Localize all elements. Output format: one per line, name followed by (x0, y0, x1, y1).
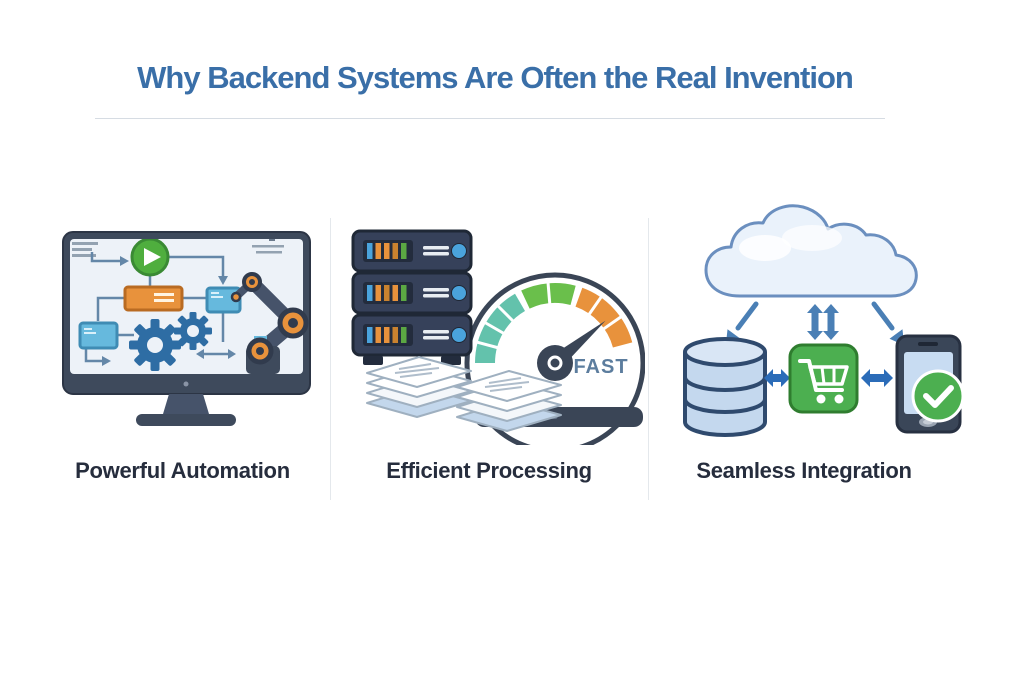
server-unit (351, 229, 473, 273)
processing-illustration: FAST (351, 229, 645, 445)
column-integration: Seamless Integration (648, 200, 965, 500)
document-stack (366, 356, 472, 418)
document-stack (456, 370, 562, 432)
process-node-orange (123, 285, 184, 312)
smartphone-icon (895, 334, 965, 434)
page-title: Why Backend Systems Are Often the Real I… (137, 60, 854, 95)
robot-joint-elbow (277, 307, 309, 339)
integration-illustration (683, 204, 965, 437)
column-processing: FAST (330, 200, 648, 500)
column-label-automation: Powerful Automation (75, 458, 290, 483)
flowchart-diagram (72, 239, 284, 371)
checkmark-icon (911, 369, 965, 423)
gear-icon-large (129, 319, 181, 371)
column-label-integration: Seamless Integration (696, 458, 912, 483)
column-label-processing: Efficient Processing (386, 458, 592, 483)
title-divider (95, 118, 885, 119)
shopping-cart-icon (788, 343, 859, 414)
screen-text-lines (72, 239, 284, 257)
column-divider-2 (648, 218, 649, 500)
gauge-fast-label: FAST (573, 356, 628, 378)
cloud-icon (704, 204, 918, 298)
task-node-blue-left (78, 321, 119, 350)
gear-icon-small (174, 312, 212, 350)
play-node-icon (130, 239, 170, 277)
gauge-segment-dividers (475, 281, 624, 350)
server-unit (351, 271, 473, 315)
column-divider-1 (330, 218, 331, 500)
server-rack-icon (351, 229, 473, 365)
documents-icon (366, 356, 562, 432)
robot-arm-icon (230, 272, 309, 374)
automation-illustration (62, 231, 311, 426)
database-cart-arrow (764, 369, 790, 387)
cart-phone-arrow (861, 369, 893, 387)
columns-row: Powerful Automation (35, 200, 965, 500)
flowchart-arrowheads (102, 256, 236, 366)
robot-joint-shoulder (242, 272, 262, 292)
robot-joint-base (246, 337, 274, 365)
column-automation: Powerful Automation (35, 200, 330, 500)
flowchart-connectors (84, 252, 228, 363)
database-icon (683, 337, 767, 437)
cloud-sync-arrows (807, 304, 839, 340)
server-unit (351, 313, 473, 357)
